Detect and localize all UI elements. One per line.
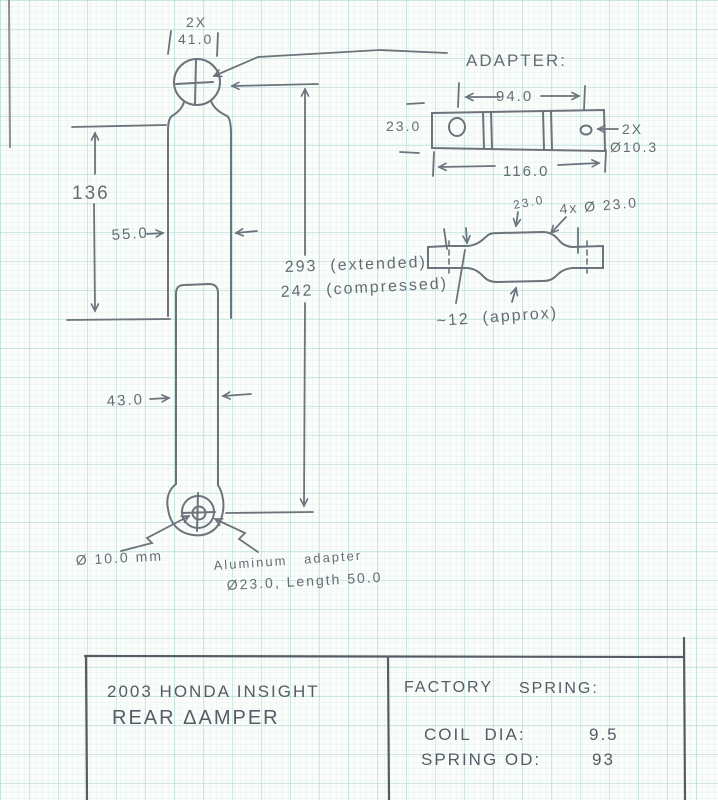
dim94-tick-right (584, 86, 585, 110)
adapter-front-view (432, 110, 605, 151)
coil-dia-value: 9.5 (589, 725, 619, 744)
eye-dim-label: 41.0 (178, 31, 213, 47)
length-extended-label: 293 (extended) (285, 254, 428, 276)
dim23-tick-top (407, 103, 424, 104)
dim116-arrow-left (439, 166, 495, 167)
damper-front-view (167, 59, 231, 535)
adapter-step-line-3 (543, 111, 544, 150)
length-dim-lower (304, 303, 305, 506)
project-title-line2: REAR ΔAMPER (112, 707, 280, 729)
title-block-text: 2003 HONDA INSIGHT REAR ΔAMPER FACTORY S… (107, 679, 619, 769)
bottom-eyelet-body (167, 484, 223, 535)
title-block-right-line (684, 638, 685, 800)
adapter-width-label: 23.0 (386, 118, 421, 134)
adapter-hole-left (449, 118, 465, 136)
adapter-step-line-2 (491, 112, 492, 148)
thickness-note-label: ~12 (approx) (436, 305, 558, 330)
top-eyelet-crosshair-v (195, 59, 196, 105)
adapter-dimensions (400, 83, 618, 176)
title-block (85, 638, 685, 800)
dim136-ext-top (72, 125, 166, 127)
side-tick-left (444, 229, 447, 249)
aluminum-adapter-note-1: Aluminum adapter (213, 548, 362, 573)
dim43-arrow-left (150, 398, 169, 399)
side-arrow-down (466, 228, 467, 243)
dim116-tick-right (605, 150, 606, 172)
body-od-label: 55.0 (111, 224, 149, 244)
adapter-step-line-1 (483, 112, 484, 148)
adapter-title: ADAPTER: (466, 51, 567, 70)
ext-line-top (232, 84, 318, 86)
title-block-top-line (85, 656, 684, 657)
outer-tube-left-wall (168, 102, 184, 316)
spring-od-label: SPRING OD: (421, 750, 541, 769)
adapter-plate-outline (432, 110, 605, 151)
hole-leader-line (121, 516, 189, 551)
spring-header-word1: FACTORY (404, 679, 493, 696)
adapter-leader-line (214, 50, 447, 76)
dim43-arrow-right (223, 394, 251, 396)
adapter-side-dimensions (444, 212, 578, 303)
dim55-arrow-right (236, 231, 257, 233)
thickness-arrow-up (512, 288, 516, 302)
spring-od-value: 93 (592, 750, 615, 769)
upper-length-label: 136 (72, 183, 110, 204)
ext-line-bottom (226, 512, 313, 513)
dim55-arrow-left (147, 233, 163, 234)
adapter-side-view (428, 232, 603, 282)
spring-header-word2: SPRING: (519, 680, 599, 697)
title-block-left-line (86, 656, 87, 800)
hole-dia-label: Ø10.3 (610, 139, 658, 155)
boss-dim-label: 23.0 (512, 193, 545, 212)
thickness-leader (456, 250, 465, 303)
boss-dim-arrow (516, 212, 518, 226)
title-block-divider-line (388, 657, 389, 800)
hole-qty-label: 2X (622, 121, 643, 137)
boss-note-label: 4x Ø 23.0 (559, 194, 639, 217)
outer-tube-right-wall (211, 101, 231, 318)
eye-dim-tick-right (217, 33, 218, 56)
dim23-tick-bottom (400, 152, 419, 153)
eye-dim-tick-left (168, 31, 171, 54)
aluminum-adapter-note-2: Ø23.0, Length 50.0 (226, 569, 382, 593)
lower-tube (176, 284, 218, 484)
hole-spacing-label: 94.0 (496, 88, 533, 105)
adapter-hole-right (581, 126, 592, 135)
overall-length-label: 116.0 (503, 163, 549, 180)
eye-dim-qty-label: 2X (186, 14, 207, 30)
scan-edge-artifact (9, 0, 10, 148)
adapter-step-line-4 (551, 111, 552, 150)
damper-dimensions (67, 31, 447, 552)
dim116-arrow-right (558, 163, 599, 165)
dim136-ext-bottom (67, 319, 170, 320)
lower-od-label: 43.0 (106, 391, 144, 410)
boss-note-arrow (551, 217, 566, 233)
side-profile-outline (428, 232, 603, 282)
dim94-tick-left (458, 83, 459, 107)
dim116-tick-left (433, 152, 434, 176)
coil-dia-label: COIL DIA: (424, 725, 526, 744)
aluminum-adapter-leader-line (215, 519, 258, 552)
project-title-line1: 2003 HONDA INSIGHT (107, 682, 320, 701)
dim136-line-lower (94, 204, 95, 311)
length-compressed-label: 242 (compressed) (280, 275, 448, 301)
bottom-eyelet-crosshair-h (182, 512, 215, 513)
eye-hole-label: Ø 10.0 mm (75, 547, 163, 568)
